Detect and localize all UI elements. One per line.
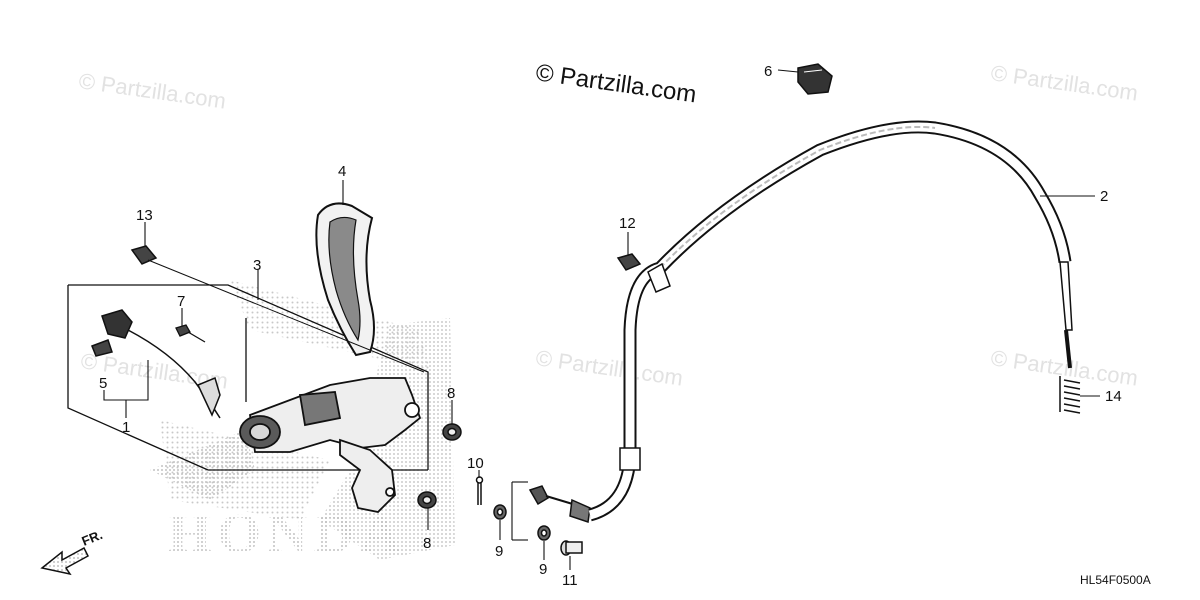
watermark-main: © Partzilla.com: [534, 59, 698, 108]
callout-10: 10: [467, 455, 484, 472]
pin-part-11: [560, 540, 583, 556]
callout-1: 1: [122, 419, 130, 436]
switch-assembly-part-1: [91, 309, 221, 419]
front-direction-arrow-icon: FR.: [40, 527, 105, 576]
callout-9-upper: 9: [495, 543, 503, 560]
spring-part-14: [1059, 376, 1081, 414]
callout-14: 14: [1105, 388, 1122, 405]
watermark-top-left: © Partzilla.com: [77, 68, 227, 113]
clip-part-6: [797, 63, 833, 95]
watermark-right: © Partzilla.com: [989, 345, 1139, 390]
honda-brand-text: HONDA: [168, 503, 406, 565]
nut-part-8-upper: [442, 423, 462, 441]
cotter-pin-part-10: [475, 476, 484, 505]
nut-part-8-lower: [417, 491, 437, 509]
callout-2: 2: [1100, 188, 1108, 205]
bolt-part-12: [616, 253, 642, 271]
callout-6: 6: [764, 63, 772, 80]
screw-part-7: [175, 324, 206, 343]
callout-4: 4: [338, 163, 346, 180]
callout-7: 7: [177, 293, 185, 310]
callout-5: 5: [99, 375, 107, 392]
grip-cover-part-4: [315, 202, 375, 357]
callout-8-lower: 8: [423, 535, 431, 552]
callout-8-upper: 8: [447, 385, 455, 402]
cable-part-2: [588, 120, 1073, 522]
callout-3: 3: [253, 257, 261, 274]
hardware-leader-lines: [511, 481, 528, 541]
callout-12: 12: [619, 215, 636, 232]
diagram-code: HL54F0500A: [1080, 573, 1151, 587]
washer-part-9-lower: [537, 525, 551, 541]
front-direction-label: FR.: [80, 527, 105, 549]
callout-9-lower: 9: [539, 561, 547, 578]
cable-end-clevis: [528, 485, 591, 523]
leader-lines: [103, 69, 1100, 570]
bolt-part-13: [130, 245, 425, 373]
watermark-center: © Partzilla.com: [534, 345, 684, 390]
callout-13: 13: [136, 207, 153, 224]
callout-11: 11: [562, 572, 578, 589]
washer-part-9-upper: [493, 504, 507, 520]
watermark-top-right: © Partzilla.com: [989, 60, 1139, 105]
lever-assembly-part-3: [239, 377, 422, 513]
